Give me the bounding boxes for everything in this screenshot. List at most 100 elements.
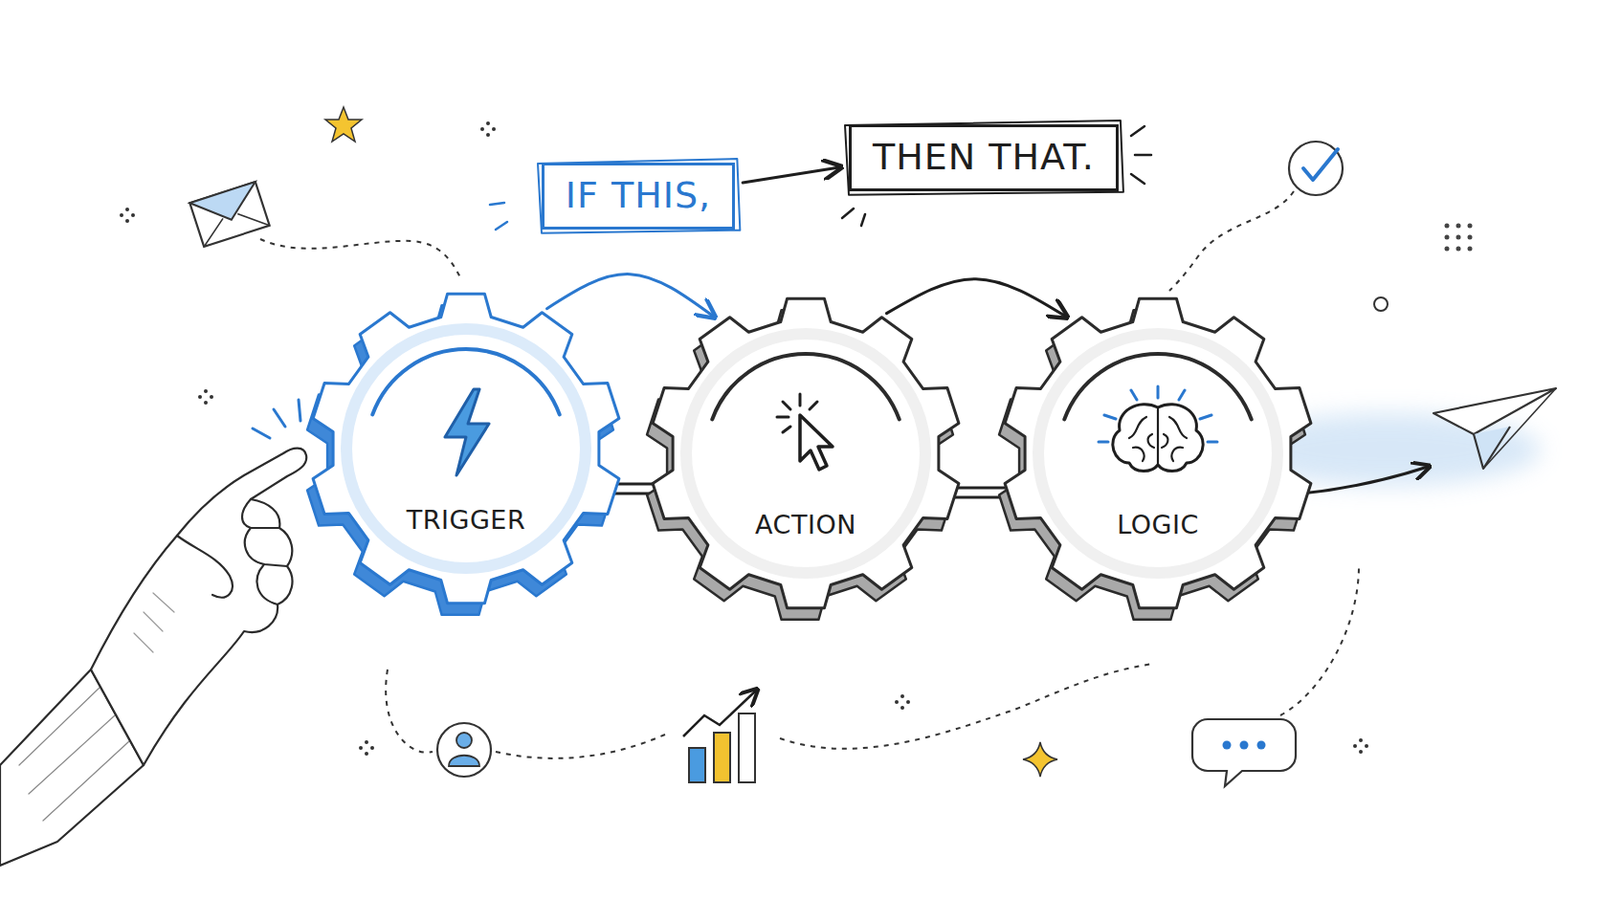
sketch-label-box: IF THIS, — [541, 162, 735, 230]
sparkle-dots — [370, 746, 375, 751]
star-icon — [325, 107, 362, 142]
dashed-path — [385, 669, 433, 754]
gear-shape — [711, 354, 899, 420]
gear-shape — [307, 305, 614, 616]
person-icon — [437, 723, 491, 778]
dot-grid — [1467, 246, 1473, 252]
gear-shape — [444, 389, 489, 476]
gear-node: TRIGGER — [308, 290, 624, 607]
gear-shape — [308, 290, 624, 607]
paper-plane — [1473, 426, 1511, 469]
paper-plane — [1433, 388, 1556, 469]
emphasis-dashes — [1131, 126, 1152, 184]
sparkle-dots — [358, 746, 363, 751]
node-label: ACTION — [647, 510, 964, 541]
dot-grid — [1467, 223, 1473, 229]
emphasis-dashes — [495, 222, 508, 230]
envelope-icon — [189, 181, 265, 231]
star-icon — [325, 107, 362, 142]
paper-plane — [1483, 388, 1556, 469]
dashed-path — [260, 191, 1359, 759]
gear-shape — [777, 394, 833, 470]
sparkle-dots — [486, 121, 490, 126]
sparkle-dots — [900, 694, 905, 699]
dot-grid — [1467, 235, 1473, 241]
dashed-path — [495, 734, 666, 759]
hand-illustration — [90, 448, 307, 766]
sparkle-dots — [900, 706, 905, 711]
sparkle-dots — [486, 133, 490, 137]
flow-arrow — [742, 167, 840, 183]
sparkle-icon — [1022, 742, 1058, 778]
gear-shape — [1112, 404, 1203, 472]
gear-shape — [777, 394, 818, 433]
bar-chart-icon — [688, 748, 706, 783]
sparkle-dots — [491, 127, 496, 132]
gear-shape — [1098, 386, 1218, 472]
emphasis-dashes — [489, 126, 1152, 230]
hand-illustration — [177, 535, 233, 599]
node-label: TRIGGER — [308, 505, 624, 536]
envelope-icon — [189, 181, 269, 247]
sparkle-dots — [364, 740, 369, 745]
sparkle-dots — [131, 213, 135, 218]
emphasis-dashes — [489, 202, 505, 205]
gear-shape — [1098, 386, 1218, 443]
node-label: LOGIC — [1000, 510, 1316, 541]
check-icon — [1288, 141, 1343, 196]
gear-shape — [652, 298, 959, 609]
speech-bubble-icon — [1240, 741, 1249, 751]
dashed-path — [260, 239, 462, 280]
sparkle-icon — [1022, 742, 1058, 778]
small-ring — [1374, 297, 1388, 312]
speech-bubble-icon — [1192, 719, 1296, 787]
envelope-icon — [197, 205, 269, 247]
hand-illustration — [0, 448, 307, 867]
sparkle-dots — [198, 395, 202, 400]
gear-shape — [312, 293, 620, 604]
sparkle-dots — [203, 389, 208, 394]
emphasis-dashes — [842, 208, 866, 226]
sketch-outline — [844, 120, 1124, 196]
hand-illustration — [244, 528, 288, 567]
hand-illustration — [256, 564, 278, 605]
sparkle-dots — [1358, 750, 1363, 755]
gear-shape — [800, 415, 833, 470]
sketch-outline — [537, 158, 740, 234]
bar-chart-icon — [713, 733, 731, 783]
dot-grid — [1456, 235, 1462, 241]
dot-grid — [1444, 246, 1450, 252]
output-arrow — [1301, 466, 1428, 494]
flow-arrow — [547, 274, 714, 317]
dashed-path — [779, 664, 1154, 750]
hand-illustration — [133, 593, 175, 653]
sketch-label-box: THEN THAT. — [848, 124, 1119, 192]
sparkle-dots — [119, 213, 124, 218]
sparkle-dots — [1358, 738, 1363, 743]
dot-grid — [1444, 223, 1473, 252]
gear-shape — [647, 295, 964, 612]
bar-chart-icon — [683, 690, 756, 783]
paper-plane — [1433, 388, 1556, 435]
gear-shape — [999, 310, 1306, 621]
flow-arrow — [887, 279, 1067, 317]
gear-shape — [646, 310, 954, 621]
gear-node: ACTION — [647, 295, 964, 612]
gear-shape — [1032, 328, 1284, 579]
gear-shape — [680, 328, 932, 579]
check-icon — [1303, 149, 1338, 180]
gear-shape — [340, 323, 592, 575]
gear-shape — [1000, 295, 1316, 612]
sparkle-dots — [364, 752, 369, 756]
sparkle-dots — [125, 207, 130, 212]
output-arrow — [1301, 466, 1428, 494]
sparkle-dots — [1353, 744, 1357, 749]
speech-bubble-icon — [1257, 741, 1267, 751]
sparkle-dots — [209, 395, 214, 400]
envelope-icon — [189, 181, 269, 247]
gear-shape — [1004, 298, 1312, 609]
sparkle-dots — [894, 700, 899, 705]
speech-bubble-icon — [1192, 719, 1296, 787]
dot-grid — [1456, 223, 1462, 229]
